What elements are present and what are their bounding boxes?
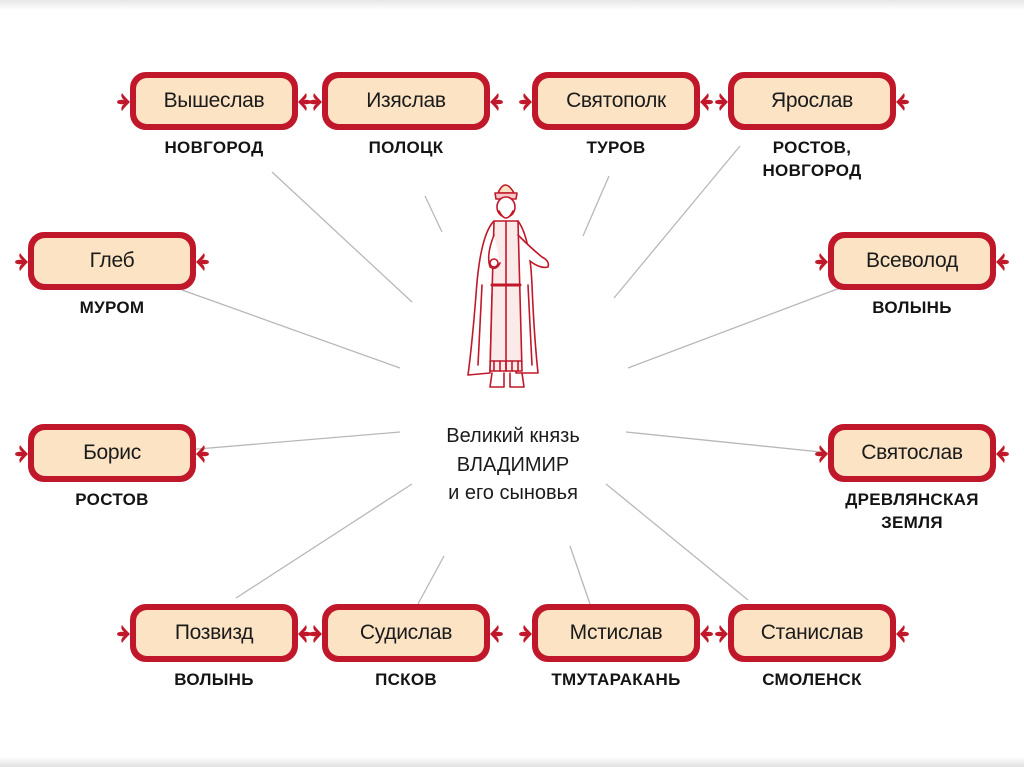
connector-line [583,176,609,236]
connector-line [418,556,444,604]
name-frame-inner: Глеб [34,238,190,284]
name-frame-inner: Судислав [328,610,484,656]
ornament-icon [714,624,728,644]
caption-subtitle: и его сыновья [408,480,618,506]
ornament-icon [308,624,322,644]
son-name: Ярослав [771,89,853,113]
name-frame-inner: Борис [34,430,190,476]
son-city: ДРЕВЛЯНСКАЯ ЗЕМЛЯ [792,488,1024,534]
name-frame: Мстислав [532,604,700,662]
son-name: Позвизд [175,621,253,645]
son-city: РОСТОВ, НОВГОРОД [692,136,932,182]
name-frame-inner: Святослав [834,430,990,476]
son-name: Глеб [90,249,135,273]
name-frame: Борис [28,424,196,482]
ornament-icon [116,92,130,112]
ornament-icon [996,252,1010,272]
center-caption: Великий князь ВЛАДИМИР и его сыновья [408,422,618,506]
name-frame: Изяслав [322,72,490,130]
son-name: Всеволод [866,249,958,273]
name-frame: Всеволод [828,232,996,290]
name-frame: Святослав [828,424,996,482]
name-frame: Станислав [728,604,896,662]
connector-line [570,546,590,604]
son-city: МУРОМ [0,296,232,319]
son-name: Станислав [761,621,863,645]
caption-title: Великий князь [408,422,618,450]
ornament-icon [714,92,728,112]
ornament-icon [196,444,210,464]
name-frame-inner: Вышеслав [136,78,292,124]
connector-line [236,484,412,598]
name-frame-inner: Позвизд [136,610,292,656]
ornament-icon [518,92,532,112]
connector-line [186,432,400,450]
name-frame: Позвизд [130,604,298,662]
son-name: Изяслав [366,89,446,113]
son-name: Судислав [360,621,452,645]
son-card-vsevolod: ВсеволодВОЛЫНЬ [812,228,1012,318]
son-city: ПОЛОЦК [286,136,526,159]
name-frame-inner: Станислав [734,610,890,656]
ornament-icon [308,92,322,112]
ornament-icon [196,252,210,272]
ornament-icon [814,444,828,464]
name-frame-inner: Святополк [538,78,694,124]
name-frame-inner: Изяслав [328,78,484,124]
name-frame-inner: Всеволод [834,238,990,284]
son-name: Святополк [566,89,666,113]
ornament-icon [896,624,910,644]
ornament-icon [490,92,504,112]
ornament-icon [996,444,1010,464]
connector-line [425,196,442,232]
ornament-icon [14,444,28,464]
prince-figure-icon [450,175,560,405]
son-name: Святослав [861,441,962,465]
name-frame: Ярослав [728,72,896,130]
connector-line [272,172,412,302]
ornament-icon [116,624,130,644]
name-frame: Судислав [322,604,490,662]
ornament-icon [814,252,828,272]
name-frame: Глеб [28,232,196,290]
ornament-icon [490,624,504,644]
son-city: ВОЛЫНЬ [792,296,1024,319]
son-name: Вышеслав [164,89,265,113]
name-frame-inner: Мстислав [538,610,694,656]
name-frame-inner: Ярослав [734,78,890,124]
ornament-icon [518,624,532,644]
connector-line [606,484,748,600]
son-name: Борис [83,441,141,465]
son-city: ПСКОВ [286,668,526,691]
name-frame: Вышеслав [130,72,298,130]
name-frame: Святополк [532,72,700,130]
ornament-icon [896,92,910,112]
son-city: СМОЛЕНСК [692,668,932,691]
son-city: РОСТОВ [0,488,232,511]
caption-name: ВЛАДИМИР [408,450,618,480]
ornament-icon [14,252,28,272]
son-name: Мстислав [570,621,663,645]
